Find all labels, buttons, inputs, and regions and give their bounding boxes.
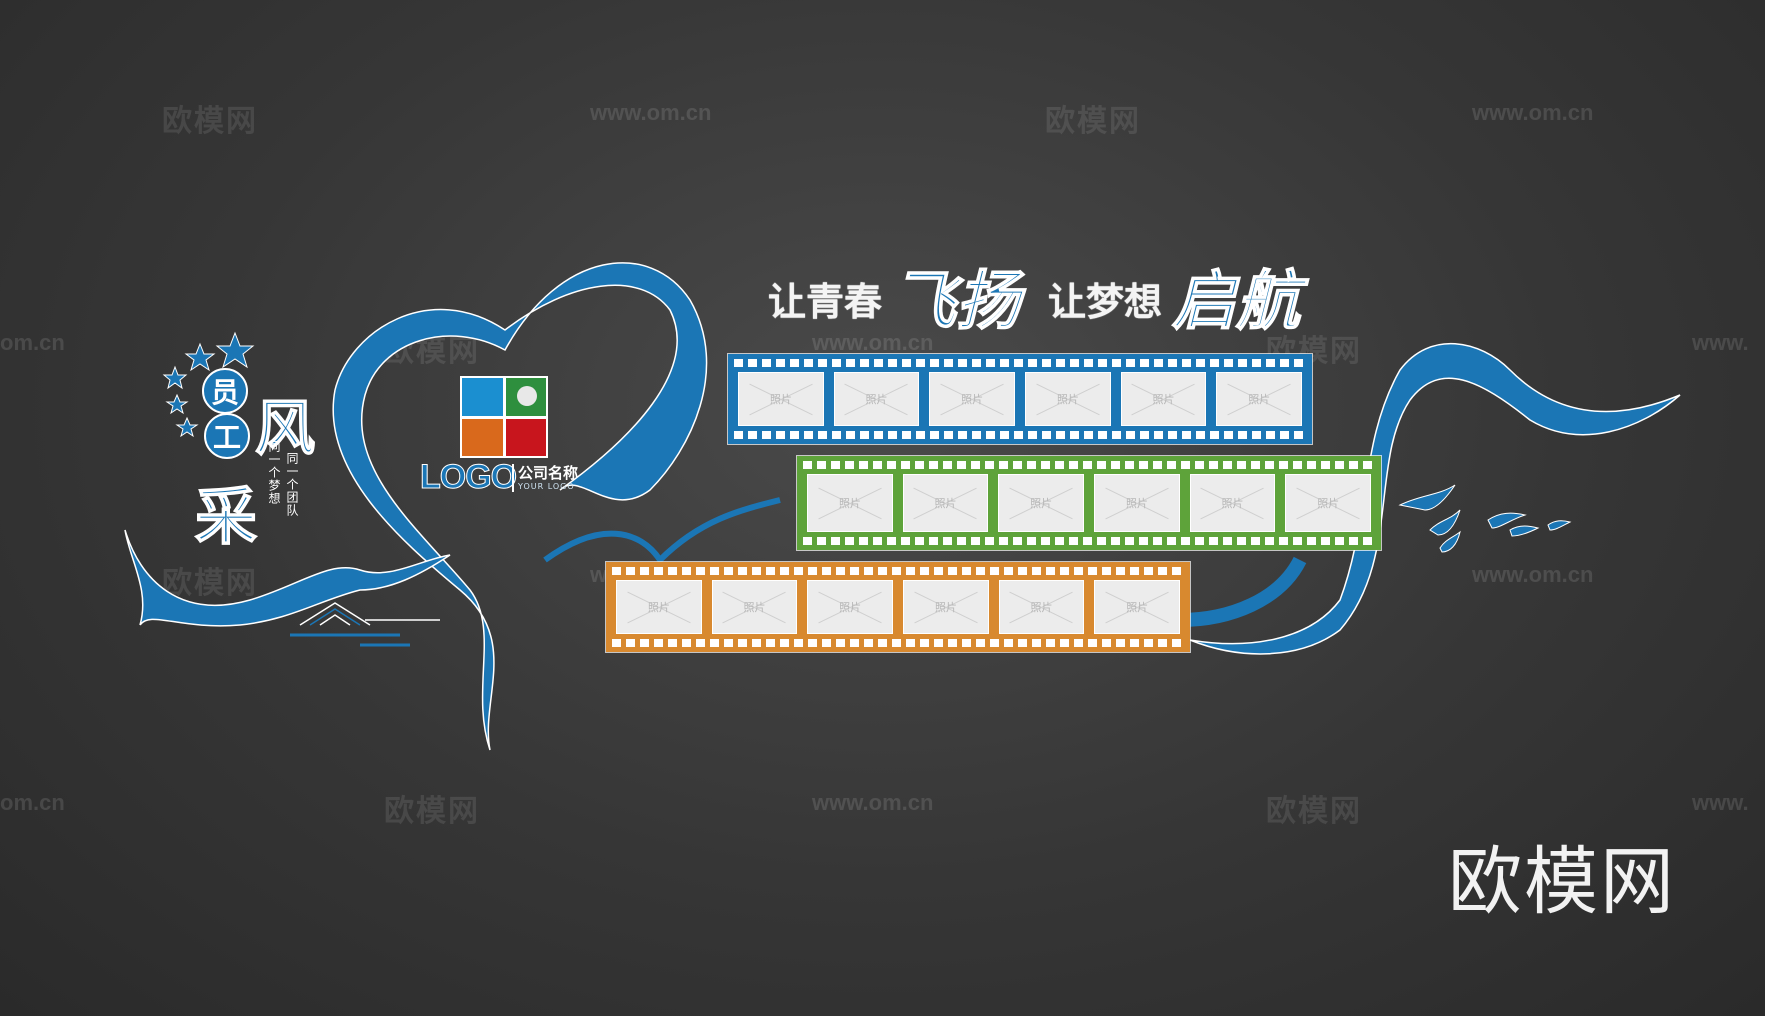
photo-placeholder: 照片 bbox=[711, 580, 798, 634]
film-perforations bbox=[734, 431, 1306, 439]
filmstrip-orange: 照片 照片 照片 照片 照片 照片 bbox=[605, 561, 1191, 653]
film-perforations bbox=[803, 461, 1375, 469]
heart-ribbon bbox=[332, 262, 708, 751]
photo-label: 照片 bbox=[839, 601, 862, 614]
photo-placeholder: 照片 bbox=[1094, 474, 1180, 532]
photo-placeholder: 照片 bbox=[738, 372, 824, 426]
logo-divider bbox=[512, 464, 514, 492]
title-subtext: 同一个梦想 bbox=[267, 440, 281, 505]
headline-part2-emphasis: 启航 bbox=[1171, 263, 1301, 340]
star-icon bbox=[165, 393, 189, 415]
photo-placeholder: 照片 bbox=[833, 372, 920, 426]
corner-brand-logo: 欧模网 bbox=[1448, 839, 1676, 925]
photo-label: 照片 bbox=[1248, 393, 1271, 406]
headline-part1-emphasis: 飞扬 bbox=[891, 263, 1021, 340]
watermark-url: www.om.cn bbox=[812, 330, 934, 355]
watermark-url: www.om.cn bbox=[1472, 100, 1594, 125]
filmstrip-blue: 照片 照片 照片 照片 照片 照片 bbox=[727, 353, 1313, 445]
birds-icon bbox=[1398, 484, 1572, 553]
star-icon bbox=[215, 331, 255, 369]
watermark-url: om.cn bbox=[0, 330, 65, 355]
photo-label: 照片 bbox=[934, 601, 957, 614]
headline-part2: 让梦想 bbox=[1048, 280, 1163, 324]
headline-part1: 让青春 bbox=[768, 280, 883, 324]
star-icon bbox=[175, 416, 199, 438]
watermark-text: 欧模网 bbox=[162, 104, 258, 139]
headline: 让青春 飞扬 让梦想 启航 bbox=[768, 262, 1318, 342]
title-subtext: 同一个团队 bbox=[285, 452, 299, 517]
film-perforations bbox=[803, 537, 1375, 545]
photo-placeholder: 照片 bbox=[903, 580, 989, 634]
watermark-url: www.om.cn bbox=[1472, 562, 1594, 587]
photo-placeholder: 照片 bbox=[1216, 372, 1303, 426]
photo-placeholder: 照片 bbox=[807, 474, 893, 532]
star-icon bbox=[162, 365, 188, 390]
photo-label: 照片 bbox=[1126, 601, 1149, 614]
photo-placeholder: 照片 bbox=[998, 580, 1085, 634]
watermark-url: www. bbox=[1692, 790, 1749, 815]
company-name-en: YOUR LOGO bbox=[518, 482, 575, 491]
photo-placeholder: 照片 bbox=[807, 580, 894, 634]
photo-label: 照片 bbox=[838, 497, 861, 510]
photo-label: 照片 bbox=[647, 601, 670, 614]
mountain-icon bbox=[290, 602, 440, 647]
star-icon bbox=[184, 342, 216, 372]
photo-placeholder: 照片 bbox=[1189, 474, 1276, 532]
company-logo-icon bbox=[460, 376, 548, 458]
photo-label: 照片 bbox=[1152, 393, 1175, 406]
film-perforations bbox=[612, 567, 1184, 575]
photo-placeholder: 照片 bbox=[1120, 372, 1207, 426]
title-char-circle: 员 bbox=[202, 368, 248, 414]
photo-label: 照片 bbox=[743, 601, 766, 614]
photo-label: 照片 bbox=[1056, 393, 1079, 406]
film-perforations bbox=[734, 359, 1306, 367]
watermark-url: www.om.cn bbox=[590, 100, 712, 125]
photo-label: 照片 bbox=[769, 393, 792, 406]
photo-label: 照片 bbox=[1030, 601, 1053, 614]
left-wave-ribbon bbox=[124, 529, 451, 627]
watermark-text: 欧模网 bbox=[162, 566, 258, 601]
filmstrip-green: 照片 照片 照片 照片 照片 照片 bbox=[796, 455, 1382, 551]
photo-label: 照片 bbox=[865, 393, 888, 406]
film-perforations bbox=[612, 639, 1184, 647]
title-char-circle: 工 bbox=[204, 413, 250, 459]
photo-placeholder: 照片 bbox=[929, 372, 1016, 426]
photo-placeholder: 照片 bbox=[902, 474, 989, 532]
photo-label: 照片 bbox=[1125, 497, 1148, 510]
watermark-text: 欧模网 bbox=[1045, 104, 1141, 139]
photo-placeholder: 照片 bbox=[998, 474, 1085, 532]
photo-label: 照片 bbox=[934, 497, 957, 510]
photo-label: 照片 bbox=[1317, 497, 1340, 510]
photo-label: 照片 bbox=[961, 393, 984, 406]
watermark-text: 欧模网 bbox=[1266, 794, 1362, 829]
photo-label: 照片 bbox=[1221, 497, 1244, 510]
photo-placeholder: 照片 bbox=[1025, 372, 1111, 426]
title-char: 风 bbox=[254, 393, 316, 465]
watermark-url: om.cn bbox=[0, 790, 65, 815]
photo-placeholder: 照片 bbox=[1094, 580, 1181, 634]
watermark-text: 欧模网 bbox=[384, 794, 480, 829]
title-char: 采 bbox=[194, 479, 258, 554]
company-name: 公司名称 bbox=[518, 464, 579, 482]
logo-text: LOGO bbox=[419, 458, 517, 497]
watermark-url: www. bbox=[1692, 330, 1749, 355]
watermark-url: www.om.cn bbox=[812, 790, 934, 815]
photo-placeholder: 照片 bbox=[616, 580, 702, 634]
photo-placeholder: 照片 bbox=[1285, 474, 1372, 532]
photo-label: 照片 bbox=[1030, 497, 1053, 510]
